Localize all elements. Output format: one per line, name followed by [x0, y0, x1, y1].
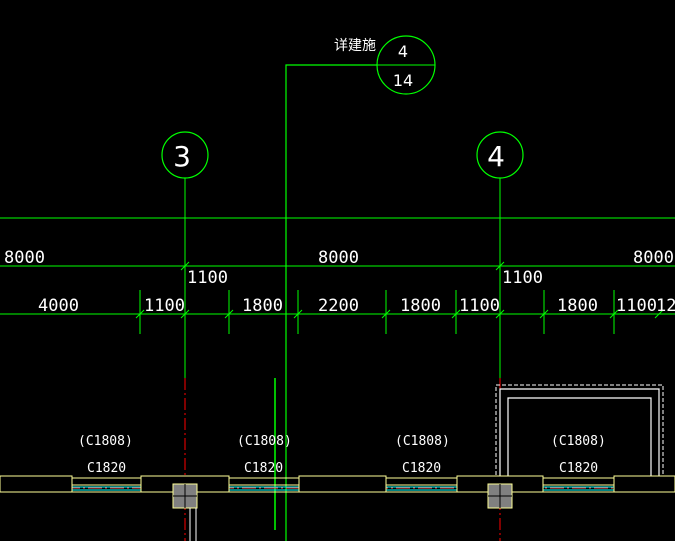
window-id-1: C1820 [87, 461, 126, 476]
detail-callout-sheet: 14 [393, 71, 413, 90]
grid-bubble-3[interactable]: 3 [161, 131, 209, 179]
offset-dim-left: 1100 [187, 268, 228, 288]
overall-dimension-ticks [180, 261, 505, 271]
window-glazing [72, 486, 614, 491]
column-4[interactable] [487, 483, 513, 509]
detail-callout[interactable]: 详建施 4 14 [285, 35, 436, 541]
offset-dim-right: 1100 [502, 268, 543, 288]
detail-extension-lines [139, 290, 615, 334]
grid-bubble-label: 3 [173, 140, 191, 173]
window-id-3: C1820 [402, 461, 441, 476]
detail-dim-1800-a: 1800 [242, 296, 283, 316]
overall-dim-middle: 8000 [318, 248, 359, 268]
door-inner-frame [507, 397, 652, 485]
detail-dim-12: 12 [656, 296, 675, 316]
detail-dim-1100-b: 1100 [459, 296, 500, 316]
detail-dim-2200: 2200 [318, 296, 359, 316]
door-outer-frame [499, 388, 660, 485]
overall-dim-right: 8000 [633, 248, 674, 268]
detail-dimension-ticks [135, 309, 664, 319]
detail-dim-1800-b: 1800 [400, 296, 441, 316]
detail-dim-4000: 4000 [38, 296, 79, 316]
column-3[interactable] [172, 483, 198, 509]
window-id-2: C1820 [244, 461, 283, 476]
window-ref-4: (C1808) [551, 434, 606, 449]
detail-dim-1100-a: 1100 [144, 296, 185, 316]
detail-dim-1800-c: 1800 [557, 296, 598, 316]
grid-bubble-label: 4 [487, 140, 505, 173]
detail-callout-number: 4 [398, 42, 408, 61]
detail-dim-1100-c: 1100 [616, 296, 657, 316]
grid-bubble-4[interactable]: 4 [476, 131, 524, 179]
window-id-4: C1820 [559, 461, 598, 476]
detail-callout-leader [285, 64, 377, 541]
detail-callout-label: 详建施 [334, 38, 376, 54]
window-ref-1: (C1808) [78, 434, 133, 449]
window-ref-2: (C1808) [237, 434, 292, 449]
overall-dim-left: 8000 [4, 248, 45, 268]
window-ref-3: (C1808) [395, 434, 450, 449]
